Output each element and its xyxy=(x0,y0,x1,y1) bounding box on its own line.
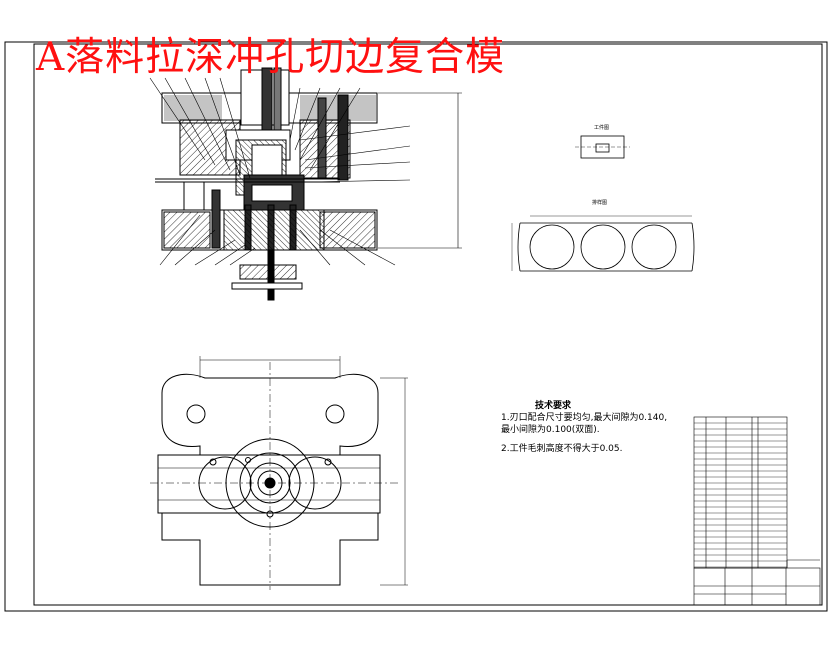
section-view xyxy=(149,67,462,301)
strip-layout-label: 排样图 xyxy=(592,200,608,206)
parts-list-table xyxy=(693,416,821,606)
tech-req-line-2: 最小间隙为0.100(双面). xyxy=(501,425,600,435)
tech-req-line-1: 1.刃口配合尺寸要均匀,最大间隙为0.140, xyxy=(501,413,668,423)
drawing-title: A落料拉深冲孔切边复合模 xyxy=(36,35,506,80)
strip-layout xyxy=(511,215,695,272)
part-drawing xyxy=(575,135,630,159)
tech-req-heading: 技术要求 xyxy=(535,401,572,411)
inner-border xyxy=(33,43,823,606)
plan-view xyxy=(150,356,408,590)
outer-border xyxy=(4,41,828,612)
tech-req-line-3: 2.工件毛刺高度不得大于0.05. xyxy=(501,444,623,454)
part-drawing-label: 工件图 xyxy=(594,125,610,131)
